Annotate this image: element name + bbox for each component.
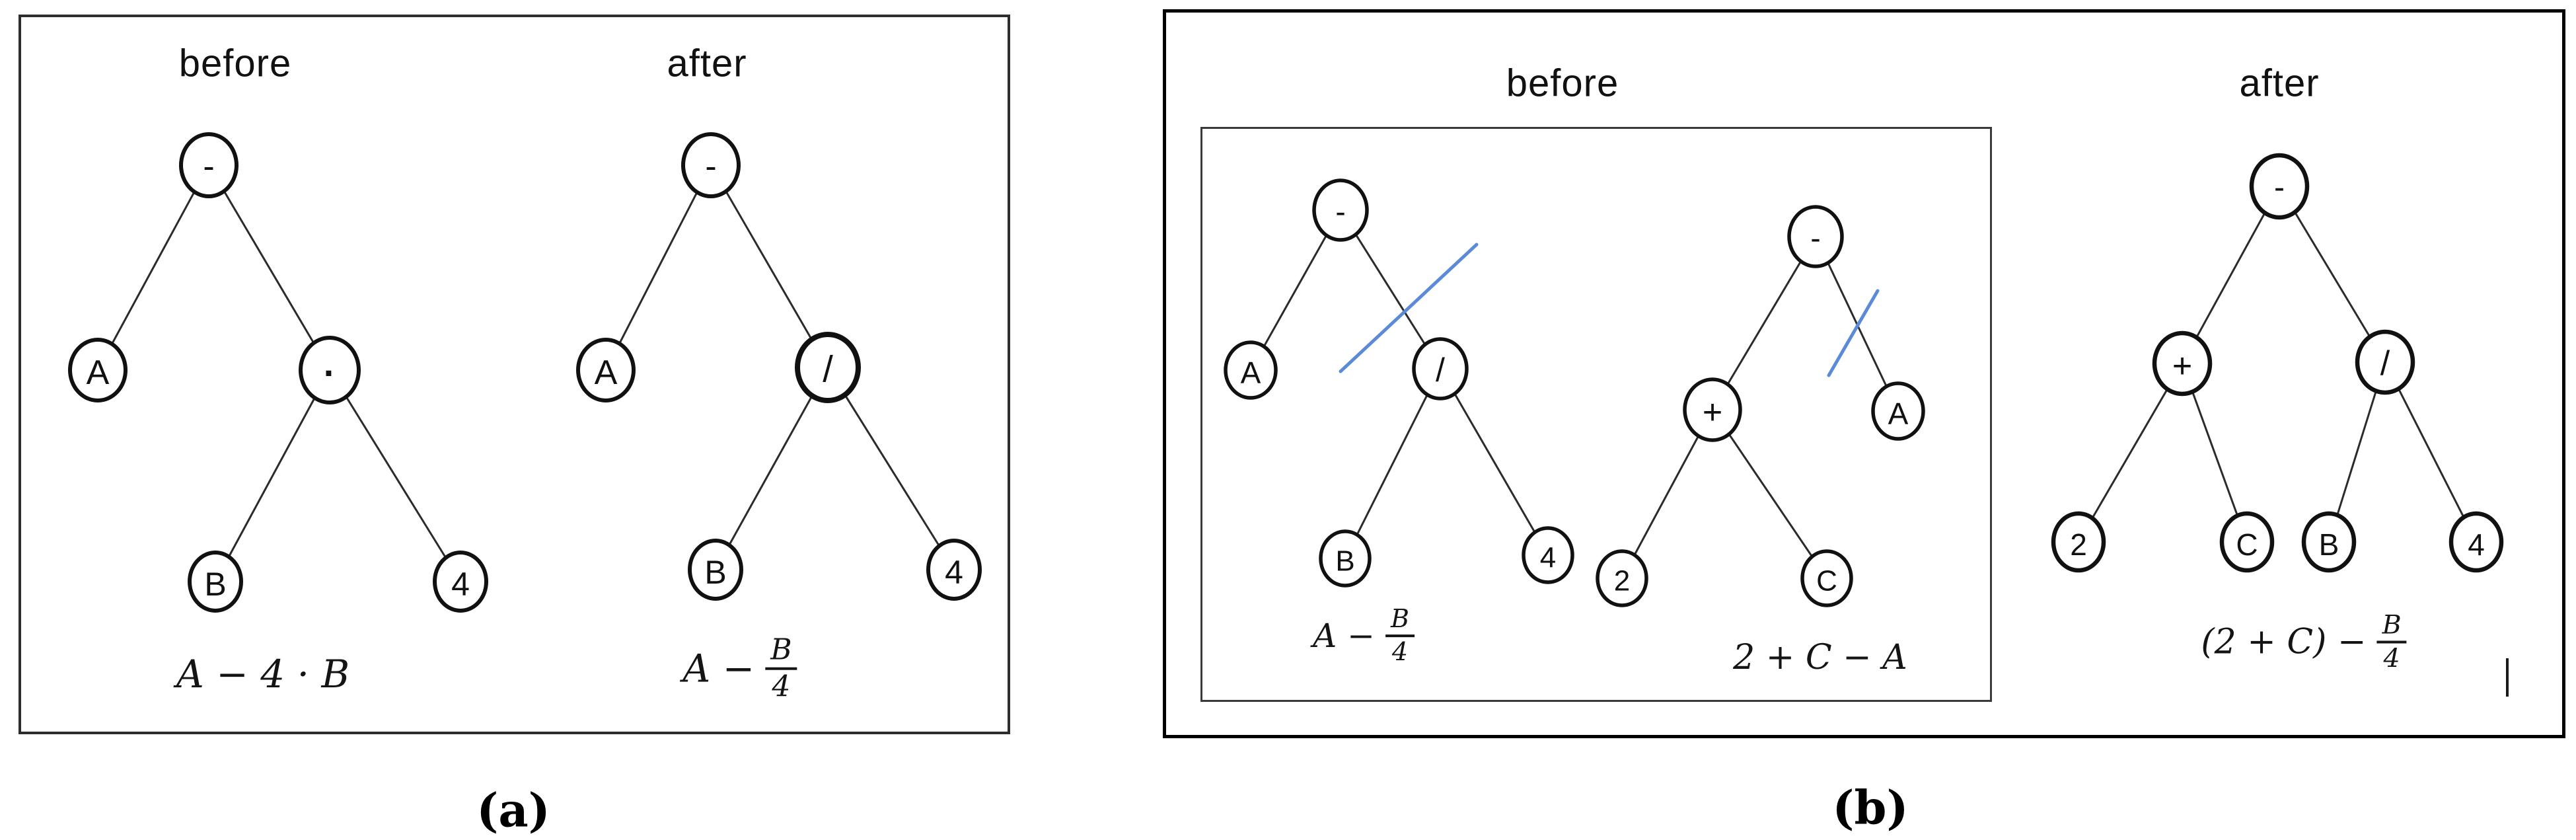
fraction-numerator: B [2376,611,2407,644]
text-cursor-artifact [2506,658,2509,697]
panel-b-before-header: before [1506,61,1619,105]
panel-a-before-formula: A − 4 · B [176,652,350,697]
fraction: B 4 [2376,611,2407,674]
fraction-denominator: 4 [1391,637,1409,666]
fraction: B 4 [1385,605,1415,666]
fraction-denominator: 4 [772,670,791,704]
formula-text: A − 4 · B [176,652,350,697]
panel-b-caption: (b) [1832,780,1909,835]
fraction-numerator: B [1385,605,1415,637]
panel-b-tree1-formula: A − B 4 [1313,605,1415,666]
panel-a-after-formula: A − B 4 [682,634,797,704]
formula-lead: A − [682,646,755,691]
panel-b-tree2-formula: 2 + C − A [1733,638,1907,677]
formula-text: 2 + C − A [1733,638,1907,677]
fraction-numerator: B [765,634,797,670]
panel-a-frame [18,15,1010,734]
formula-lead: (2 + C) − [2201,623,2367,662]
fraction: B 4 [765,634,797,704]
panel-b-after-formula: (2 + C) − B 4 [2201,611,2407,674]
panel-a-after-header: after [667,42,747,85]
panel-a-before-header: before [178,42,292,85]
panel-b-after-header: after [2239,61,2320,105]
fraction-denominator: 4 [2383,644,2400,674]
panel-a-caption: (a) [476,783,550,838]
formula-lead: A − [1313,617,1375,655]
